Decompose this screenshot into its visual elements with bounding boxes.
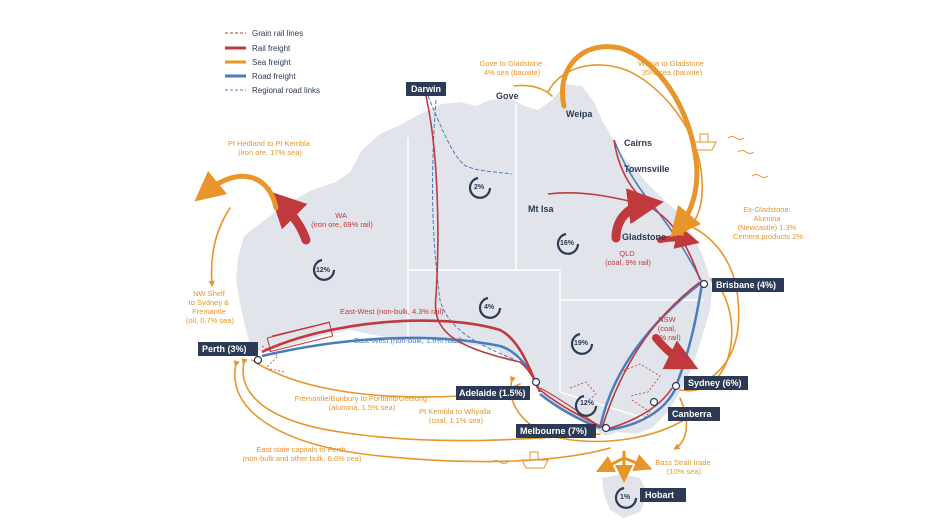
legend-regional-road: Regional road links bbox=[252, 86, 320, 95]
road-share-sa: 4% bbox=[484, 304, 495, 311]
tasmania bbox=[602, 474, 648, 518]
ship-icons bbox=[491, 133, 769, 469]
label-fremantle-geelong: Fremantle/Bunbury to Portland/Geelong (a… bbox=[295, 394, 430, 412]
city-brisbane: Brisbane (4%) bbox=[716, 280, 776, 290]
label-nw-shelf: NW Shelf to Sydney & Fremantle (oil, 0.7… bbox=[186, 289, 234, 325]
label-nsw-rail: NSW (coal, 9% rail) bbox=[655, 315, 681, 342]
legend-road-freight: Road freight bbox=[252, 72, 296, 81]
city-melbourne: Melbourne (7%) bbox=[520, 426, 587, 436]
city-sydney: Sydney (6%) bbox=[688, 378, 742, 388]
label-hedland-kembla: Pt Hedland to Pt Kembla (iron ore, 17% s… bbox=[228, 139, 312, 157]
city-labels: Darwin Perth (3%) Adelaide (1.5%) Melbou… bbox=[198, 82, 784, 502]
legend: Grain rail lines Rail freight Sea freigh… bbox=[225, 29, 320, 95]
place-mt-isa: Mt Isa bbox=[528, 204, 555, 214]
place-gove: Gove bbox=[496, 91, 519, 101]
road-share-markers bbox=[312, 176, 638, 509]
city-hobart: Hobart bbox=[645, 490, 674, 500]
city-perth: Perth (3%) bbox=[202, 344, 247, 354]
rail-flow-arrows bbox=[269, 188, 700, 370]
place-weipa: Weipa bbox=[566, 109, 593, 119]
label-kembla-whyalla: Pt Kembla to Whyalla (coal, 1.1% sea) bbox=[419, 407, 493, 425]
place-cairns: Cairns bbox=[624, 138, 652, 148]
label-east-perth: East state capitals to Perth (non-bulk a… bbox=[243, 445, 362, 463]
city-canberra: Canberra bbox=[672, 409, 713, 419]
label-wa-rail: WA (iron ore, 69% rail) bbox=[311, 211, 373, 229]
road-share-vic: 12% bbox=[580, 400, 595, 407]
road-share-wa: 12% bbox=[316, 267, 331, 274]
road-share-qld: 16% bbox=[560, 240, 575, 247]
place-townsville: Townsville bbox=[624, 164, 669, 174]
legend-rail-freight: Rail freight bbox=[252, 44, 291, 53]
train-icon bbox=[266, 321, 334, 353]
city-adelaide: Adelaide (1.5%) bbox=[459, 388, 526, 398]
label-east-west-road: East-West (non-bulk, 1.6% road) bbox=[354, 336, 463, 345]
city-darwin: Darwin bbox=[411, 84, 441, 94]
label-bass-strait: Bass Strait trade (10% sea) bbox=[655, 458, 713, 476]
label-ex-gladstone: Ex-Gladstone: Alumina (Newcastle) 1.3% C… bbox=[733, 205, 803, 241]
label-weipa-gladstone: Weipa to Gladstone 35% sea (bauxite) bbox=[638, 59, 706, 77]
place-gladstone: Gladstone bbox=[622, 232, 666, 242]
legend-grain-rail: Grain rail lines bbox=[252, 29, 303, 38]
road-share-nsw: 19% bbox=[574, 340, 589, 347]
road-share-nt: 2% bbox=[474, 184, 485, 191]
city-nodes bbox=[253, 279, 709, 433]
road-share-tas: 1% bbox=[620, 494, 631, 501]
label-east-west-rail: East-West (non-bulk, 4.3% rail) bbox=[340, 307, 444, 316]
label-gove-gladstone: Gove to Gladstone 4% sea (bauxite) bbox=[480, 59, 545, 77]
label-qld-rail: QLD (coal, 9% rail) bbox=[605, 249, 651, 267]
australia-mainland bbox=[236, 84, 712, 436]
legend-sea-freight: Sea freight bbox=[252, 58, 291, 67]
